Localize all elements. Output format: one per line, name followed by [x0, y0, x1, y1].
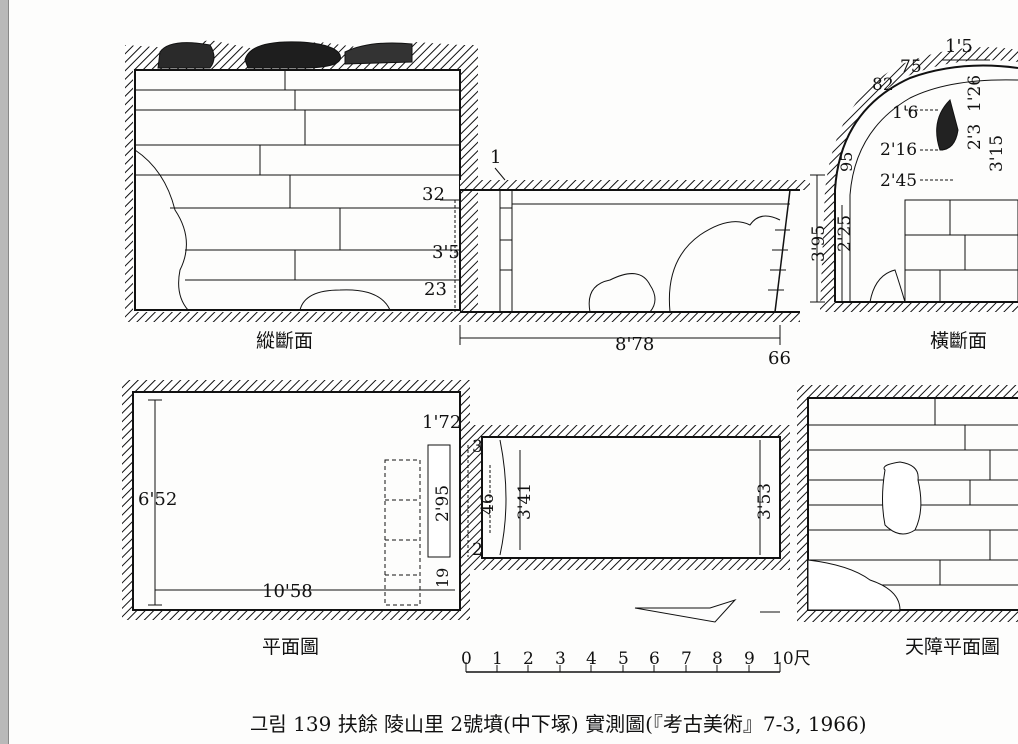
long-capstone-2: [244, 41, 341, 69]
dim-cross-82: 82: [872, 75, 894, 95]
label-ceiling-plan: 天障平面圖: [905, 636, 1001, 658]
scale-tick-9: 9: [744, 649, 755, 669]
longitudinal-section: [125, 40, 810, 345]
cross-floor-hatch: [820, 302, 1018, 312]
dim-cross-3-95: 3'95: [809, 225, 829, 262]
dim-plan-2: 2: [472, 540, 483, 560]
scale-tick-2: 2: [523, 649, 534, 669]
dim-cross-3-15: 3'15: [987, 135, 1007, 172]
long-passage-roof-hatch: [460, 180, 810, 190]
dim-plan-3-53: 3'53: [755, 483, 775, 520]
dim-plan-10-58: 10'58: [262, 581, 313, 602]
label-longitudinal-section: 縱斷面: [256, 330, 314, 352]
ceiling-plan-view: [797, 385, 1018, 622]
dim-cross-2-45: 2'45: [880, 171, 917, 191]
scale-tick-1: 1: [492, 649, 503, 669]
scale-tick-3: 3: [555, 649, 566, 669]
dim-cross-2-3: 2'3: [965, 124, 985, 150]
dim-long-32: 32: [422, 184, 445, 205]
dim-cross-2-25: 2'25: [835, 215, 855, 252]
dim-long-23: 23: [424, 279, 447, 300]
scale-tick-0: 0: [461, 649, 472, 669]
tomb-survey-drawing: 1 32 3'5 23 8'78 66 1'5 75 82 1'26 1'6 2…: [122, 36, 1018, 673]
scale-tick-4: 4: [586, 649, 597, 669]
dim-plan-19: 19: [433, 568, 452, 588]
dim-cross-1-5: 1'5: [945, 36, 973, 57]
dim-cross-75: 75: [900, 57, 922, 77]
dim-plan-3: 3: [472, 437, 483, 457]
dim-plan-1-72: 1'72: [422, 412, 461, 433]
dim-long-8-78: 8'78: [615, 334, 654, 355]
figure-caption: 그림 139 扶餘 陵山里 2號墳(中下塚) 實測圖(『考古美術』7-3, 19…: [250, 712, 867, 736]
label-cross-section: 橫斷面: [930, 330, 988, 352]
long-capstone-1: [157, 42, 215, 69]
dim-long-1: 1: [490, 147, 501, 168]
long-floor-hatch: [460, 312, 800, 322]
scale-bar: [465, 662, 781, 673]
dim-cross-1-6: 1'6: [892, 103, 918, 123]
long-capstone-3: [344, 42, 413, 65]
label-plan: 平面圖: [262, 636, 320, 658]
scale-tick-10: 10尺: [772, 649, 811, 669]
scale-tick-8: 8: [712, 649, 723, 669]
dim-plan-2-95: 2'95: [433, 485, 453, 522]
cross-section: [810, 47, 1018, 312]
dim-long-3-5: 3'5: [432, 242, 460, 263]
dim-plan-3-41: 3'41: [515, 483, 535, 520]
plan-view: [122, 380, 790, 623]
page-edge-bar: [0, 0, 9, 744]
scale-tick-5: 5: [618, 649, 629, 669]
dim-plan-46: 46: [478, 493, 498, 515]
scale-tick-7: 7: [681, 649, 692, 669]
dim-cross-2-16: 2'16: [880, 140, 917, 160]
scale-tick-6: 6: [649, 649, 660, 669]
dim-plan-6-52: 6'52: [138, 489, 177, 510]
dim-cross-95: 95: [837, 152, 856, 172]
dim-long-66: 66: [768, 348, 791, 369]
dim-cross-1-26: 1'26: [965, 75, 985, 112]
